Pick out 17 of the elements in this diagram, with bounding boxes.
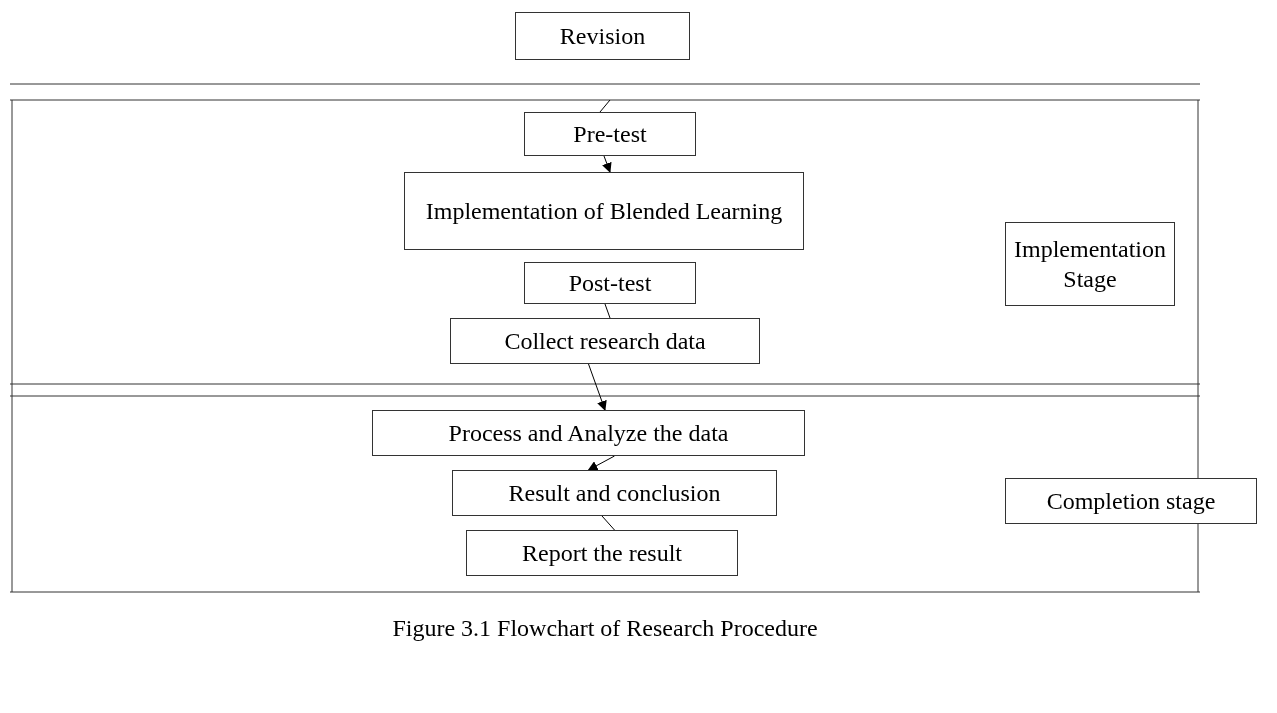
process-box: Result and conclusion [452, 470, 777, 516]
process-box: Post-test [524, 262, 696, 304]
connector-line [602, 155, 612, 173]
stage-box: Completion stage [1005, 478, 1257, 524]
figure-caption: Figure 3.1 Flowchart of Research Procedure [391, 614, 819, 643]
process-box: Revision [515, 12, 690, 60]
connector-line [604, 303, 611, 319]
process-box: Process and Analyze the data [372, 410, 805, 456]
process-box: Report the result [466, 530, 738, 576]
stage-box: Implementation Stage [1005, 222, 1175, 306]
connector-line [601, 515, 615, 531]
connector-line [599, 99, 611, 113]
connector-line [587, 455, 615, 471]
process-box: Implementation of Blended Learning [404, 172, 804, 250]
process-box: Collect research data [450, 318, 760, 364]
connector-line [588, 363, 607, 411]
process-box: Pre-test [524, 112, 696, 156]
